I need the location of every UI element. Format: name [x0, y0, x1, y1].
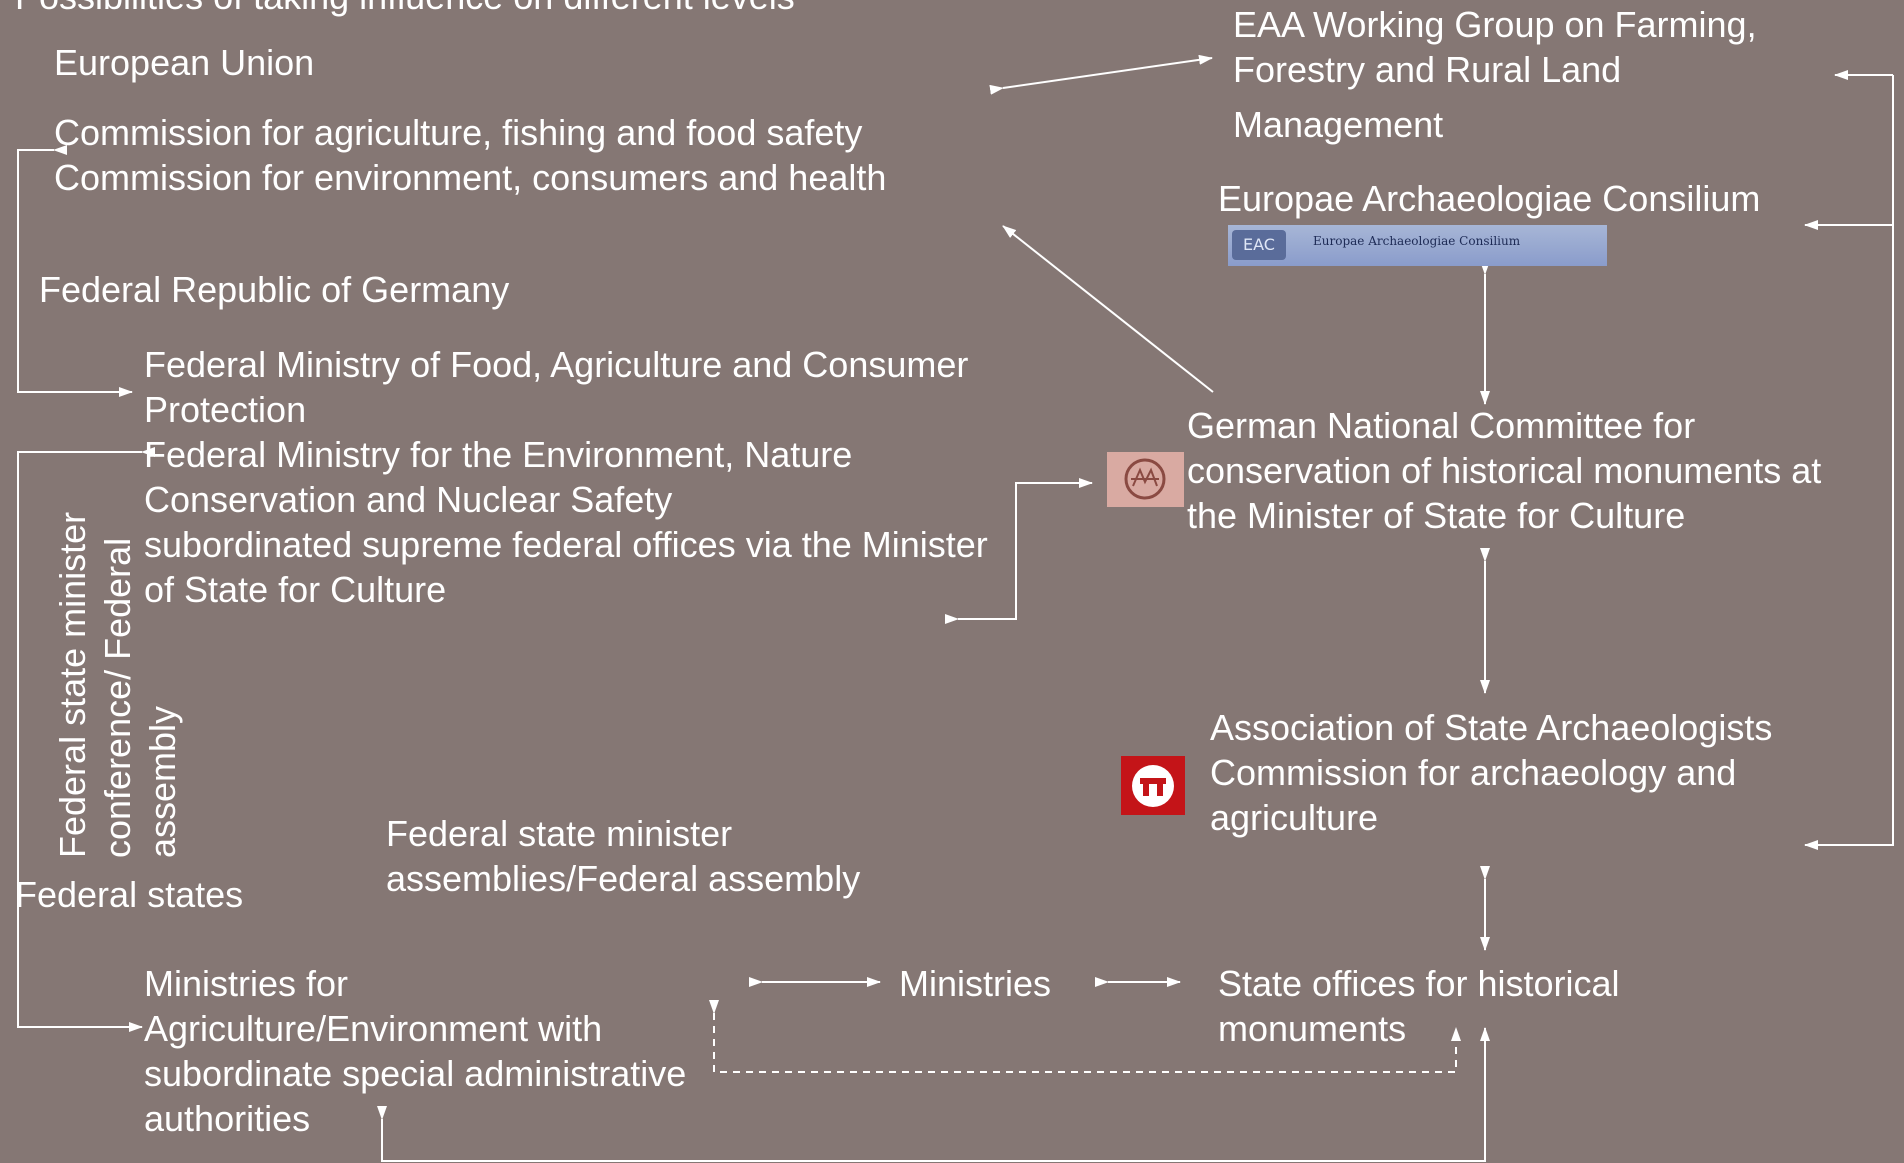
label-ministry-environment: Federal Ministry for the Environment, Na… [144, 434, 988, 610]
label-federal-republic: Federal Republic of Germany [39, 269, 510, 310]
bottom-agri-offices [377, 1027, 1490, 1162]
label-ministry-food-agriculture: Federal Ministry of Food, Agriculture an… [144, 344, 969, 430]
eac-logo-text: Europae Archaeologiae Consilium [1313, 234, 1521, 248]
label-eac: Europae Archaeologiae Consilium [1218, 178, 1761, 219]
label-german-national-committee: German National Committee for conservati… [1187, 405, 1822, 536]
label-federal-states: Federal states [15, 874, 244, 915]
label-eaa-management: Management [1233, 104, 1444, 145]
page-title: Possibilities of taking influence on dif… [15, 0, 795, 19]
arrow-dnk-eu [1002, 225, 1214, 393]
label-eaa-working-group: EAA Working Group on Farming, Forestry a… [1233, 4, 1757, 90]
bracket-bmu-dnk [945, 478, 1093, 624]
label-ministries-agriculture-environment: Ministries for Agriculture/Environment w… [144, 963, 687, 1139]
arrow-eu-eaa [989, 54, 1213, 95]
dnk-logo [1107, 452, 1184, 507]
label-federal-state-minister-assemblies: Federal state minister assemblies/Federa… [386, 813, 861, 899]
label-ministries: Ministries [899, 963, 1052, 1004]
bracket-bmu-states [17, 447, 155, 1032]
label-european-union: European Union [54, 42, 315, 83]
dnk-emblem-icon [1124, 458, 1166, 500]
eac-logo: EAC Europae Archaeologiae Consilium [1228, 225, 1607, 266]
label-eu-commissions: Commission for agriculture, fishing and … [54, 112, 887, 198]
label-state-offices: State offices for historical monuments [1218, 963, 1620, 1049]
eac-logo-abbr: EAC [1232, 230, 1286, 260]
vla-logo [1121, 756, 1185, 815]
bracket-eu-bmelv [17, 145, 133, 397]
label-federal-state-minister-conference: Federal state minister conference/ Feder… [52, 511, 183, 858]
bracket-right-eaa [1804, 75, 1894, 850]
label-association-state-archaeologists: Association of State Archaeologists Comm… [1210, 707, 1773, 838]
vla-emblem-icon [1132, 765, 1174, 807]
